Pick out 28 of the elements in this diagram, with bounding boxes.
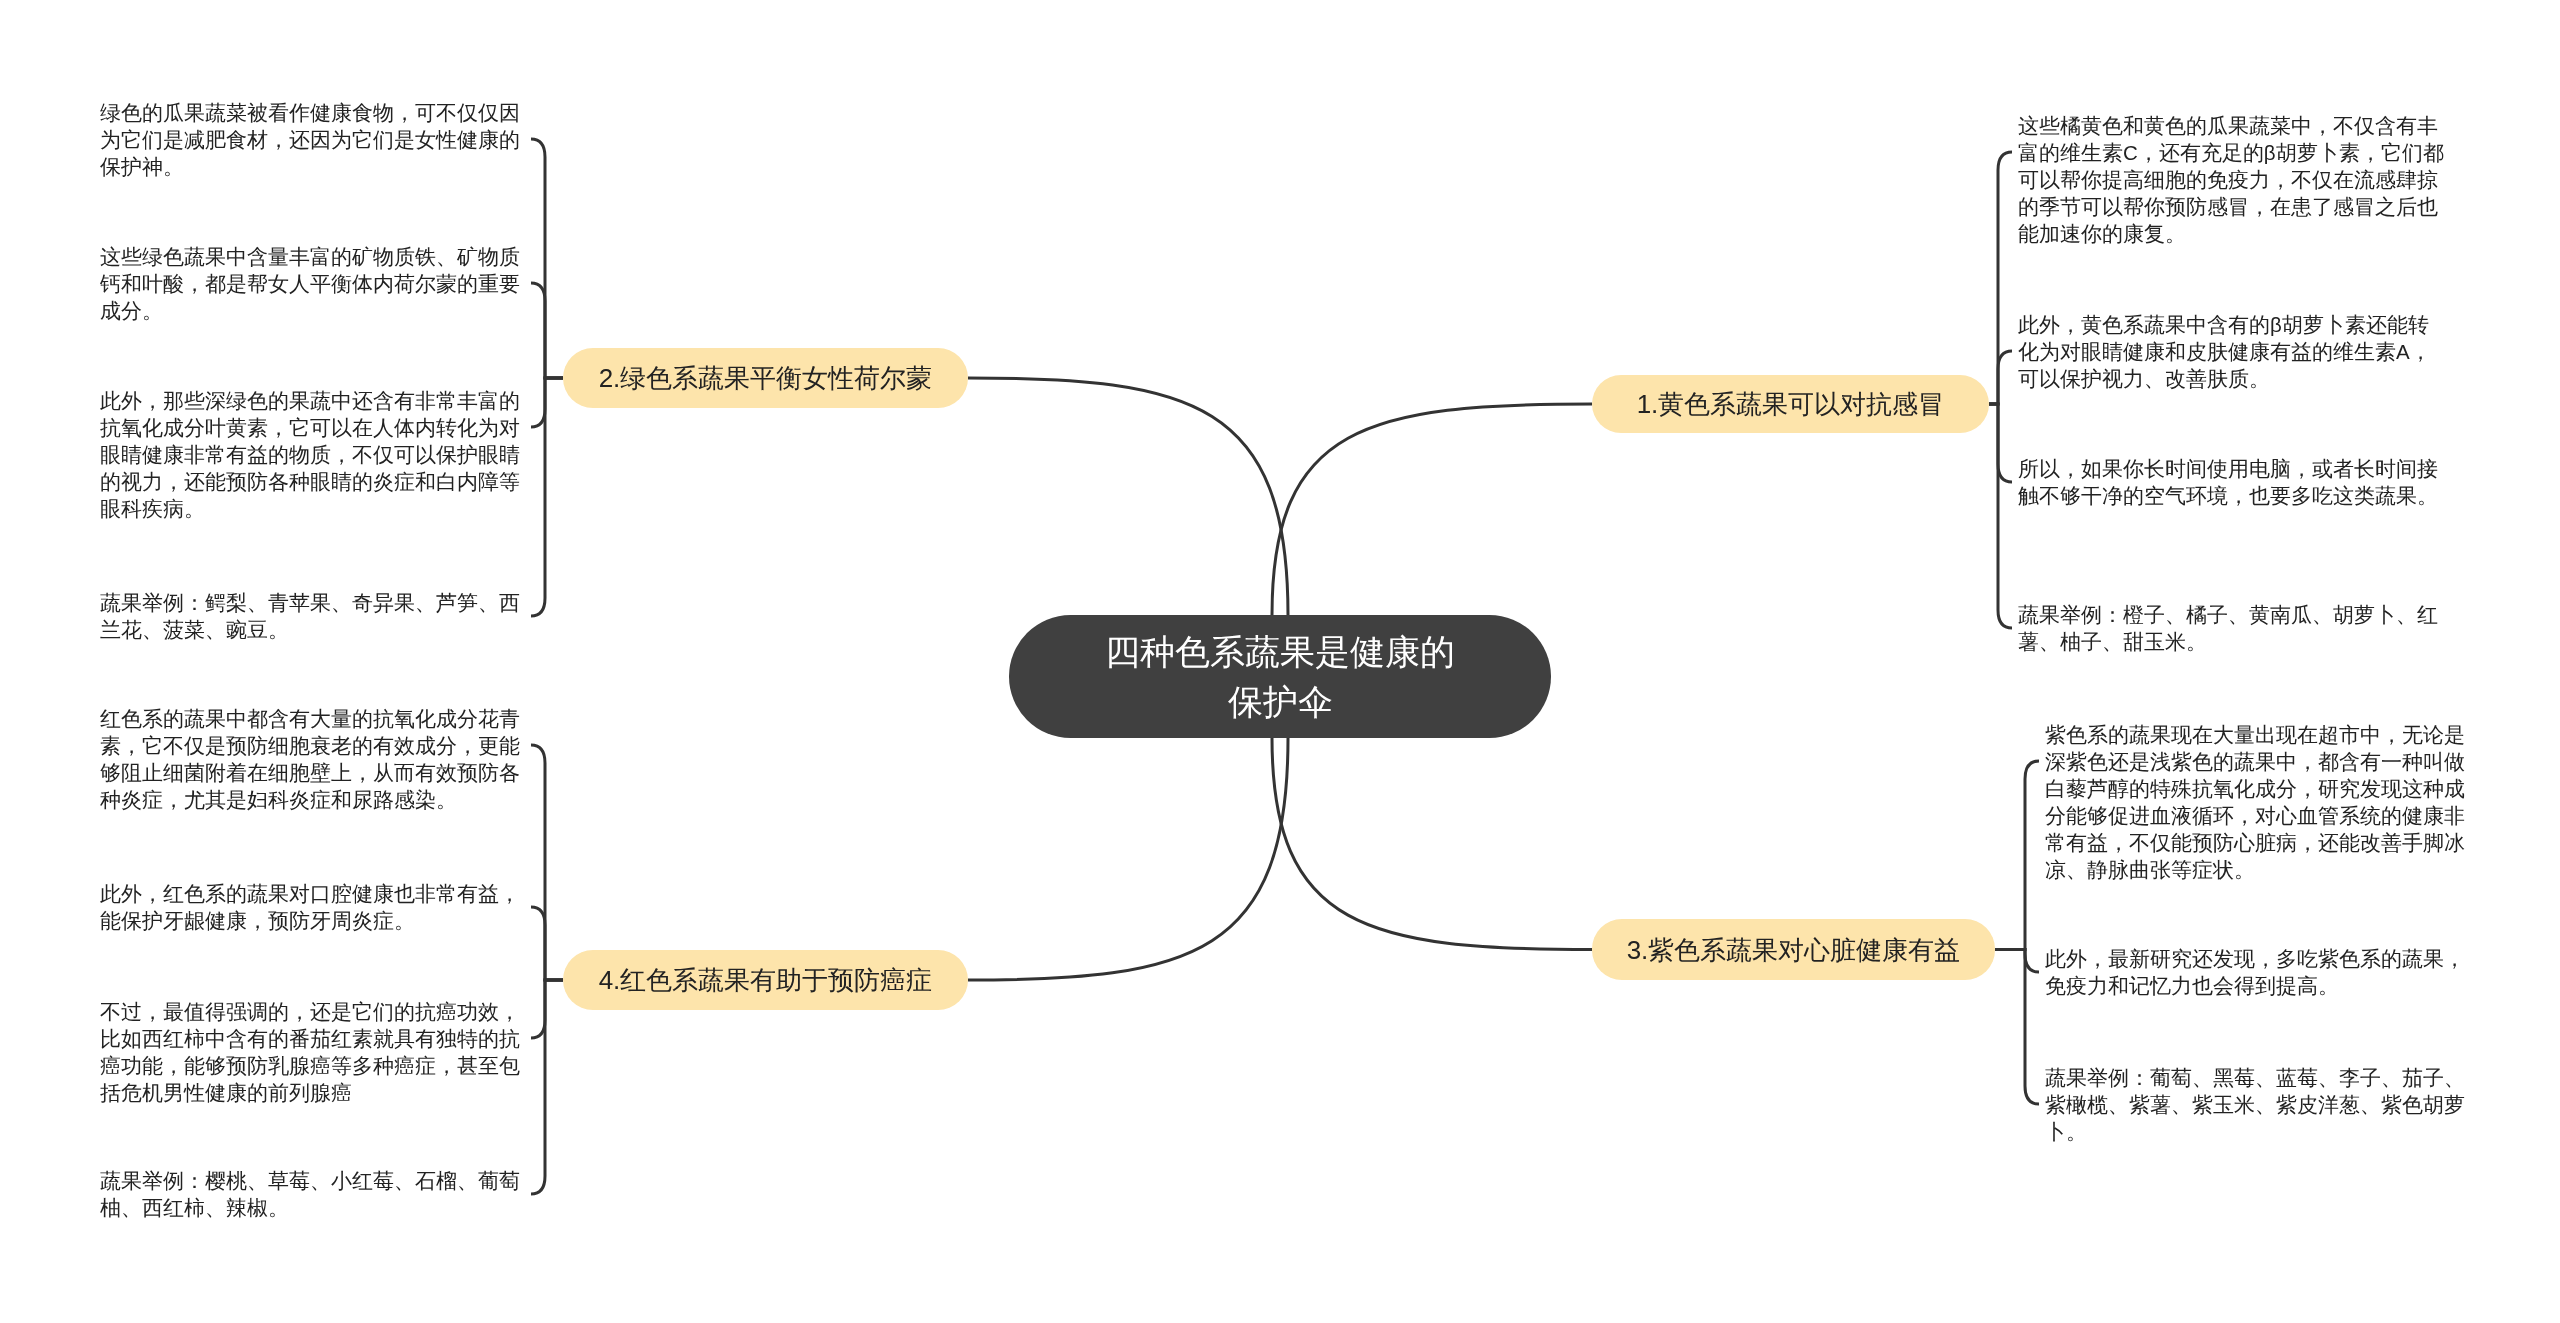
note-text: 红色系的蔬果中都含有大量的抗氧化成分花青素，它不仅是预防细胞衰老的有效成分，更能够阻止细菌附着在细胞壁上，从而有效预防各种炎症，尤其是妇科炎症和尿路感染。 bbox=[100, 705, 525, 813]
note-text: 此外，最新研究还发现，多吃紫色系的蔬果，免疫力和记忆力也会得到提高。 bbox=[2045, 945, 2470, 999]
connector-line bbox=[1989, 402, 2013, 630]
note-text: 蔬果举例：橙子、橘子、黄南瓜、胡萝卜、红薯、柚子、甜玉米。 bbox=[2018, 601, 2448, 655]
connector-line bbox=[1995, 948, 2040, 1106]
topic-pill: 4.红色系蔬果有助于预防癌症 bbox=[563, 950, 968, 1010]
central-topic: 四种色系蔬果是健康的保护伞 bbox=[1009, 615, 1551, 738]
note-text: 不过，最值得强调的，还是它们的抗癌功效，比如西红柿中含有的番茄红素就具有独特的抗癌功能，能够预防乳腺癌等多种癌症，甚至包括危机男性健康的前列腺癌 bbox=[100, 998, 525, 1106]
connector-line bbox=[968, 737, 1290, 982]
connector-line bbox=[968, 376, 1290, 616]
connector-line bbox=[1270, 737, 1592, 951]
note-text: 此外，红色系的蔬果对口腔健康也非常有益，能保护牙龈健康，预防牙周炎症。 bbox=[100, 880, 525, 934]
connector-line bbox=[530, 978, 563, 1196]
note-text: 蔬果举例：樱桃、草莓、小红莓、石榴、葡萄柚、西红柿、辣椒。 bbox=[100, 1167, 525, 1221]
note-text: 所以，如果你长时间使用电脑，或者长时间接触不够干净的空气环境，也要多吃这类蔬果。 bbox=[2018, 455, 2448, 509]
connector-line bbox=[530, 376, 563, 618]
topic-pill: 1.黄色系蔬果可以对抗感冒 bbox=[1592, 375, 1989, 433]
note-text: 蔬果举例：鳄梨、青苹果、奇异果、芦笋、西兰花、菠菜、豌豆。 bbox=[100, 589, 525, 643]
topic-pill: 3.紫色系蔬果对心脏健康有益 bbox=[1592, 919, 1995, 980]
note-text: 绿色的瓜果蔬菜被看作健康食物，可不仅仅因为它们是减肥食材，还因为它们是女性健康的保护神。 bbox=[100, 99, 525, 180]
connector-line bbox=[1270, 402, 1592, 616]
topic-pill: 2.绿色系蔬果平衡女性荷尔蒙 bbox=[563, 348, 968, 408]
note-text: 紫色系的蔬果现在大量出现在超市中，无论是深紫色还是浅紫色的蔬果中，都含有一种叫做白藜芦醇的特殊抗氧化成分，研究发现这种成分能够促进血液循环，对心血管系统的健康非常有益，不仅能预防心脏病，还能改善手脚冰凉、静脉曲张等症状。 bbox=[2045, 721, 2470, 883]
note-text: 此外，黄色系蔬果中含有的β胡萝卜素还能转化为对眼睛健康和皮肤健康有益的维生素A，可以保护视力、改善肤质。 bbox=[2018, 311, 2448, 392]
note-text: 这些绿色蔬果中含量丰富的矿物质铁、矿物质钙和叶酸，都是帮女人平衡体内荷尔蒙的重要成分。 bbox=[100, 243, 525, 324]
note-text: 此外，那些深绿色的果蔬中还含有非常丰富的抗氧化成分叶黄素，它可以在人体内转化为对眼睛健康非常有益的物质，不仅可以保护眼睛的视力，还能预防各种眼睛的炎症和白内障等眼科疾病。 bbox=[100, 387, 525, 522]
note-text: 这些橘黄色和黄色的瓜果蔬菜中，不仅含有丰富的维生素C，还有充足的β胡萝卜素，它们都可以帮你提高细胞的免疫力，不仅在流感肆掠的季节可以帮你预防感冒，在患了感冒之后也能加速你的康复。 bbox=[2018, 112, 2448, 247]
note-text: 蔬果举例：葡萄、黑莓、蓝莓、李子、茄子、紫橄榄、紫薯、紫玉米、紫皮洋葱、紫色胡萝卜。 bbox=[2045, 1064, 2470, 1145]
